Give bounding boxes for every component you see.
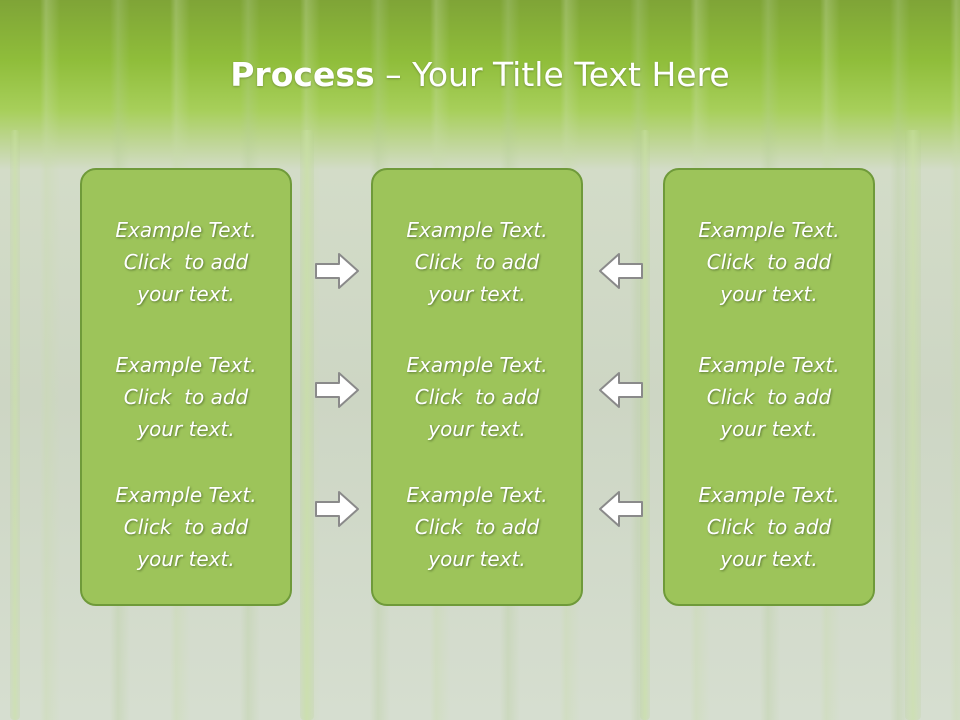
arrow-left-icon — [599, 372, 643, 408]
text-line: your text. — [137, 547, 235, 571]
text-block[interactable]: Example Text. Click to add your text. — [82, 214, 290, 310]
text-block[interactable]: Example Text. Click to add your text. — [82, 349, 290, 445]
arrow-right-icon — [315, 491, 359, 527]
text-line: your text. — [428, 282, 526, 306]
text-line: Example Text. — [698, 218, 840, 242]
text-block[interactable]: Example Text. Click to add your text. — [373, 214, 581, 310]
panel-left[interactable]: Example Text. Click to add your text. Ex… — [80, 168, 292, 606]
arrow-right-icon — [315, 372, 359, 408]
text-line: your text. — [428, 417, 526, 441]
text-line: Example Text. — [406, 353, 548, 377]
text-block[interactable]: Example Text. Click to add your text. — [373, 479, 581, 575]
bamboo-stalk — [640, 130, 650, 720]
text-line: Click to add — [706, 515, 832, 539]
text-line: your text. — [428, 547, 526, 571]
text-line: your text. — [137, 417, 235, 441]
bamboo-stalk — [905, 130, 921, 720]
text-block[interactable]: Example Text. Click to add your text. — [665, 214, 873, 310]
text-line: your text. — [720, 417, 818, 441]
text-line: Example Text. — [115, 353, 257, 377]
text-line: Click to add — [706, 250, 832, 274]
slide-title[interactable]: Process – Your Title Text Here — [0, 52, 960, 98]
text-line: Click to add — [414, 385, 540, 409]
text-line: Click to add — [706, 385, 832, 409]
text-line: Example Text. — [115, 483, 257, 507]
bamboo-stalk — [300, 130, 314, 720]
text-line: Click to add — [123, 515, 249, 539]
text-line: Click to add — [123, 385, 249, 409]
panel-center[interactable]: Example Text. Click to add your text. Ex… — [371, 168, 583, 606]
text-line: Example Text. — [698, 483, 840, 507]
text-line: Click to add — [414, 250, 540, 274]
text-line: your text. — [137, 282, 235, 306]
title-bold: Process — [230, 55, 375, 94]
text-line: Example Text. — [115, 218, 257, 242]
text-block[interactable]: Example Text. Click to add your text. — [665, 479, 873, 575]
text-block[interactable]: Example Text. Click to add your text. — [373, 349, 581, 445]
arrow-left-icon — [599, 491, 643, 527]
title-rest: – Your Title Text Here — [374, 55, 730, 94]
text-line: Example Text. — [698, 353, 840, 377]
text-block[interactable]: Example Text. Click to add your text. — [665, 349, 873, 445]
arrow-right-icon — [315, 253, 359, 289]
text-line: Click to add — [123, 250, 249, 274]
arrow-left-icon — [599, 253, 643, 289]
text-line: Example Text. — [406, 218, 548, 242]
text-block[interactable]: Example Text. Click to add your text. — [82, 479, 290, 575]
text-line: your text. — [720, 547, 818, 571]
text-line: your text. — [720, 282, 818, 306]
panel-right[interactable]: Example Text. Click to add your text. Ex… — [663, 168, 875, 606]
bamboo-stalk — [10, 130, 20, 720]
text-line: Example Text. — [406, 483, 548, 507]
text-line: Click to add — [414, 515, 540, 539]
